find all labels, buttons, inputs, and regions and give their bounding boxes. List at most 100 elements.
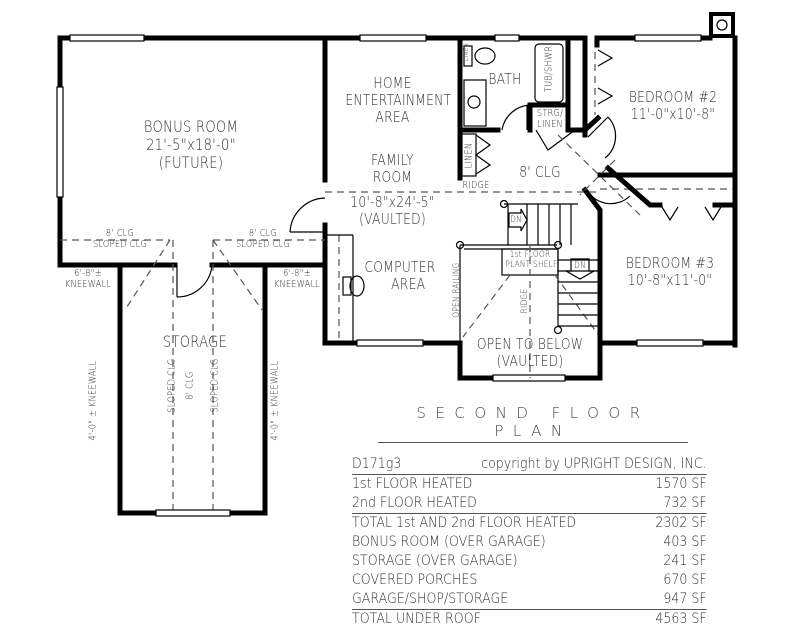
- storage-sloped-right: SLOPED CLG: [209, 358, 221, 413]
- plan-number: D171g3: [352, 456, 402, 472]
- room-size: 21'-5"x18'-0": [146, 134, 236, 154]
- home-entertainment-label: HOME ENTERTAINMENT AREA: [345, 74, 452, 125]
- ceiling-type: SLOPED CLG: [235, 239, 291, 251]
- row-label: BONUS ROOM (OVER GARAGE): [352, 534, 546, 550]
- row-value: 241 SF: [663, 553, 707, 569]
- computer-area-label: COMPUTER AREA: [359, 259, 441, 293]
- label-line: FAMILY: [371, 151, 414, 169]
- label-line: OPEN TO BELOW: [476, 335, 584, 353]
- window: [494, 34, 520, 42]
- window: [69, 34, 145, 42]
- ridge-vertical-label: RIDGE: [519, 288, 530, 314]
- row-label: 1st FLOOR HEATED: [352, 476, 473, 492]
- window: [56, 86, 64, 198]
- room-note: (VAULTED): [359, 209, 426, 228]
- row-label: STORAGE (OVER GARAGE): [352, 553, 518, 569]
- row-label: TOTAL 1st AND 2nd FLOOR HEATED: [352, 515, 577, 531]
- hall-ceiling-label: 8' CLG: [519, 163, 561, 181]
- schedule-row: 1st FLOOR HEATED 1570 SF: [352, 475, 707, 494]
- schedule-header: D171g3 copyright by UPRIGHT DESIGN, INC.: [352, 455, 707, 475]
- door-swing: [176, 264, 213, 298]
- plan-title: SECOND FLOOR PLAN: [378, 404, 688, 443]
- ceiling-line: [462, 274, 511, 338]
- kneewall-vertical-left: 4'-0" ± KNEEWALL: [87, 360, 99, 441]
- schedule-row: TOTAL 1st AND 2nd FLOOR HEATED 2302 SF: [352, 514, 707, 533]
- wall: [582, 114, 602, 138]
- room-name: BEDROOM #3: [625, 254, 715, 272]
- chair-icon: [349, 275, 365, 297]
- schedule-row: GARAGE/SHOP/STORAGE 947 SF: [352, 590, 707, 610]
- room-size: 11'-0"x10'-8": [630, 104, 716, 123]
- tub-label: TUB/SHWR: [543, 45, 555, 93]
- ceiling-line: [124, 239, 171, 311]
- room-name: BEDROOM #2: [628, 88, 718, 106]
- computer-icon: [342, 276, 352, 296]
- ceiling-height: 8' CLG: [248, 228, 278, 239]
- row-value: 947 SF: [663, 591, 707, 607]
- bath-label: BATH: [488, 70, 522, 88]
- window: [634, 34, 702, 42]
- room-size: 10'-8"x11'-0": [627, 270, 713, 289]
- ceiling-line: [212, 239, 263, 311]
- stair-down-arrow: [508, 208, 528, 232]
- newel-post: [455, 240, 465, 250]
- closet-door: [535, 129, 576, 151]
- ceiling-type: SLOPED CLG: [92, 239, 148, 251]
- bedroom-3-label: BEDROOM #3 10'-8"x11'-0": [617, 255, 724, 289]
- storage-linen-label: STRG/ LINEN: [535, 108, 565, 130]
- room-size: 10'-8"x24'-5": [350, 193, 435, 211]
- toilet-icon: [474, 47, 496, 65]
- label-line: ROOM: [372, 167, 413, 186]
- door: [587, 116, 609, 138]
- ceiling-line: [579, 159, 616, 196]
- window: [359, 34, 427, 42]
- row-value: 2302 SF: [655, 515, 707, 531]
- row-value: 1570 SF: [655, 476, 707, 492]
- room-note: (FUTURE): [158, 152, 224, 172]
- bonus-room-label: BONUS ROOM 21'-5"x18'-0" (FUTURE): [113, 118, 269, 172]
- row-label: TOTAL UNDER ROOF: [352, 611, 481, 627]
- wall: [581, 186, 603, 348]
- schedule-row: 2nd FLOOR HEATED 732 SF: [352, 494, 707, 514]
- bathtub: [534, 43, 564, 103]
- bifold-door: [474, 134, 492, 175]
- window: [636, 339, 704, 347]
- chimney-flue: [709, 12, 735, 38]
- flue-icon: [716, 19, 728, 31]
- row-value: 732 SF: [663, 495, 707, 511]
- ceiling-note-left: 8' CLG SLOPED CLG: [79, 228, 161, 250]
- area-schedule: D171g3 copyright by UPRIGHT DESIGN, INC.…: [352, 455, 707, 629]
- storage-sloped-left: SLOPED CLG: [166, 358, 178, 413]
- plant-shelf-label: 1st FLOOR PLANT SHELF: [505, 250, 558, 271]
- label-line: ENTERTAINMENT: [345, 90, 452, 109]
- label-line: (VAULTED): [496, 351, 564, 370]
- schedule-row: BONUS ROOM (OVER GARAGE) 403 SF: [352, 533, 707, 552]
- toilet-tank: [463, 45, 473, 67]
- wall: [604, 164, 663, 208]
- row-label: GARAGE/SHOP/STORAGE: [352, 591, 509, 607]
- bifold-door: [597, 49, 614, 67]
- label-line: STRG/: [536, 108, 564, 119]
- kneewall-height: 6'-8"±: [283, 268, 311, 279]
- bifold-door: [661, 206, 679, 222]
- copyright: copyright by UPRIGHT DESIGN, INC.: [481, 456, 707, 472]
- kneewall-vertical-right: 4'-0" ± KNEEWALL: [269, 360, 281, 441]
- row-value: 403 SF: [663, 534, 707, 550]
- stair-dn-label: DN: [510, 215, 522, 225]
- label-line: HOME: [373, 74, 412, 92]
- ceiling-height: 8' CLG: [105, 228, 135, 239]
- stair-treads: [526, 204, 600, 327]
- bedroom-2-label: BEDROOM #2 11'-0"x10'-8": [620, 89, 727, 123]
- window: [492, 374, 566, 382]
- kneewall-note-left: 6'-8"± KNEEWALL: [63, 268, 112, 290]
- sink-icon: [467, 95, 481, 109]
- schedule-total-row: TOTAL UNDER ROOF 4563 SF: [352, 610, 707, 629]
- ceiling-line: [554, 274, 601, 338]
- ridge-label: RIDGE: [462, 180, 490, 191]
- row-label: 2nd FLOOR HEATED: [352, 495, 477, 511]
- label-line: PLANT SHELF: [505, 260, 558, 271]
- family-room-size: 10'-8"x24'-5" (VAULTED): [341, 194, 444, 228]
- label-line: 1st FLOOR: [509, 250, 551, 260]
- door-swing: [587, 191, 631, 205]
